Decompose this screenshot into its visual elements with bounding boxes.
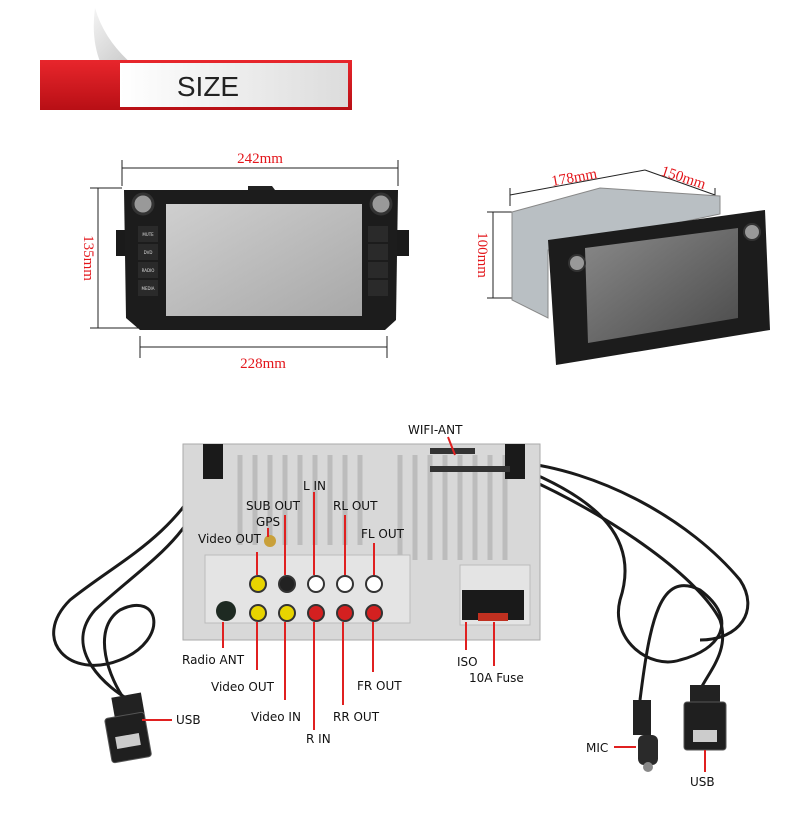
dvd-button[interactable]: DVD bbox=[144, 250, 153, 255]
l-in-jack bbox=[307, 575, 325, 593]
banner-label-box bbox=[120, 63, 348, 107]
rear-panel bbox=[182, 443, 541, 641]
fr-out-jack bbox=[365, 604, 383, 622]
usb-connector-left bbox=[104, 692, 152, 764]
gps-port bbox=[264, 535, 276, 547]
label-rr-out: RR OUT bbox=[333, 710, 380, 724]
pointer-lines bbox=[142, 436, 706, 772]
label-mic: MIC bbox=[586, 741, 608, 755]
dimension-width-bottom: 228mm bbox=[240, 356, 286, 372]
next-button[interactable] bbox=[368, 244, 388, 260]
label-usb-left: USB bbox=[176, 713, 201, 727]
radio-ant-port bbox=[216, 601, 236, 621]
r-in-jack bbox=[307, 604, 325, 622]
rl-out-jack bbox=[336, 575, 354, 593]
dimension-width-top: 242mm bbox=[237, 151, 283, 167]
banner-title: SIZE bbox=[177, 71, 239, 102]
label-iso: ISO bbox=[457, 655, 478, 669]
side-screen bbox=[585, 228, 738, 343]
usb-connector-right bbox=[683, 685, 727, 751]
label-radio-ant: Radio ANT bbox=[182, 653, 245, 667]
label-sub-out: SUB OUT bbox=[246, 499, 301, 513]
label-gps: GPS bbox=[256, 515, 280, 529]
label-video-out: Video OUT bbox=[211, 680, 275, 694]
video-out-jack bbox=[249, 604, 267, 622]
label-fuse: 10A Fuse bbox=[469, 671, 524, 685]
label-video-out-top: Video OUT bbox=[198, 532, 262, 546]
video-out-top-jack bbox=[249, 575, 267, 593]
dimension-height: 135mm bbox=[80, 235, 96, 281]
label-fl-out: FL OUT bbox=[361, 527, 405, 541]
label-rl-out: RL OUT bbox=[333, 499, 378, 513]
fuse bbox=[478, 613, 508, 621]
fl-out-jack bbox=[365, 575, 383, 593]
label-r-in: R IN bbox=[306, 732, 331, 746]
label-video-in: Video IN bbox=[251, 710, 301, 724]
screen bbox=[166, 204, 362, 316]
media-button[interactable]: MEDIA bbox=[142, 286, 155, 291]
rr-out-jack bbox=[336, 604, 354, 622]
prev-button[interactable] bbox=[368, 262, 388, 278]
volume-knob bbox=[131, 192, 155, 216]
label-l-in: L IN bbox=[303, 479, 326, 493]
mic-connector bbox=[633, 700, 658, 772]
dimension-depth: 178mm bbox=[550, 166, 598, 190]
play-pause-button[interactable] bbox=[368, 280, 388, 296]
eject-button[interactable] bbox=[368, 226, 388, 242]
front-view: 242mm 135mm 228mm MUTE DVD RADIO MEDIA bbox=[80, 151, 409, 372]
connector-labels: WIFI-ANT L IN SUB OUT RL OUT GPS FL OUT … bbox=[176, 423, 715, 789]
radio-button[interactable]: RADIO bbox=[142, 268, 155, 273]
tune-knob bbox=[369, 192, 393, 216]
size-banner: SIZE bbox=[40, 8, 352, 110]
label-fr-out: FR OUT bbox=[357, 679, 402, 693]
sub-out-jack bbox=[278, 575, 296, 593]
label-usb-right: USB bbox=[690, 775, 715, 789]
label-wifi-ant: WIFI-ANT bbox=[408, 423, 463, 437]
dimension-side-width: 150mm bbox=[659, 164, 708, 193]
video-in-jack bbox=[278, 604, 296, 622]
side-view: 178mm 150mm 100mm bbox=[474, 164, 770, 365]
mute-button[interactable]: MUTE bbox=[142, 232, 154, 237]
dimension-side-height: 100mm bbox=[474, 232, 490, 278]
